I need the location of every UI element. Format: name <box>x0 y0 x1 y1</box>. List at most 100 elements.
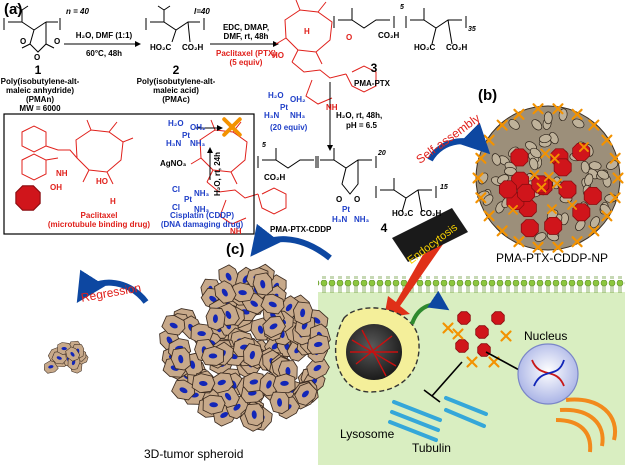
legend-ptx-oh: OH <box>50 183 62 192</box>
tumor-nucleus <box>209 402 218 408</box>
tumor-cell <box>205 307 226 331</box>
c3-repeat-35: 35 <box>468 26 476 33</box>
cisplatin-cross-icon <box>452 328 464 340</box>
tumor-nucleus <box>277 398 283 407</box>
tumor-nucleus <box>301 390 309 398</box>
cisplatin-cross-icon <box>222 117 242 137</box>
ptx-octagon-icon <box>457 311 471 325</box>
c4-nh: NH <box>230 227 242 236</box>
tumor-nucleus <box>217 379 226 386</box>
c4-co2h: CO₂H <box>264 173 286 182</box>
legend-step: H₂O, rt, 24h <box>213 151 222 196</box>
step3-line2: pH = 6.5 <box>346 121 377 130</box>
legend-cddp-name: Cisplatin (CDDP) <box>170 211 234 220</box>
c4-h3n: H₃N <box>332 215 348 224</box>
tumor-cell <box>65 346 81 362</box>
c3-h: H <box>304 27 310 36</box>
c3-number: 3 <box>370 61 378 75</box>
legend-nh3-b1: NH₃ <box>194 189 210 198</box>
cisplatin-cross-icon <box>532 103 544 115</box>
tumor-nucleus <box>169 322 178 329</box>
panel-label-c: (c) <box>226 241 245 258</box>
c4-ho2c: HO₂C <box>392 209 414 218</box>
c3-name: PMA-PTX <box>354 79 390 88</box>
polymer-unit <box>590 216 600 229</box>
tumor-nucleus <box>257 325 264 334</box>
cisplatin-cross-icon <box>612 172 624 184</box>
step2-reagent-line1: Paclitaxel (PTX) <box>215 49 277 58</box>
c3-co2h: CO₂H <box>378 31 400 40</box>
released-drugs <box>442 311 512 368</box>
polymer-unit <box>531 119 543 131</box>
c3-nh: NH <box>326 103 338 112</box>
reagent-oh2: OH₂ <box>290 95 306 104</box>
tumor-nucleus <box>225 272 232 281</box>
c2-name-line2: maleic acid) <box>153 86 199 95</box>
cisplatin-cross-icon <box>472 172 484 184</box>
tumor-cell <box>292 301 313 325</box>
reagent-h3n: H₃N <box>264 111 280 120</box>
cisplatin-cross-icon <box>508 204 519 215</box>
tumor-nucleus <box>238 290 247 296</box>
cisplatin-cross-icon <box>475 192 487 204</box>
cisplatin-cross-icon <box>549 153 560 164</box>
legend-nh3-b2: NH₃ <box>194 205 210 214</box>
ptx-octagon-icon <box>510 148 529 167</box>
nucleus <box>517 343 579 405</box>
cisplatin-cross-icon <box>529 169 540 180</box>
c2-name-line1: Poly(isobutylene-alt- <box>136 77 216 86</box>
legend-pt-bottom: Pt <box>184 195 192 204</box>
cisplatin-cross-icon <box>483 210 495 222</box>
tumor-cell <box>201 346 224 366</box>
ptx-octagon-icon <box>572 203 591 222</box>
compound-3-polymer-structure <box>333 8 467 45</box>
ptx-octagon-icon <box>475 325 489 339</box>
compound-2-structure <box>145 5 205 43</box>
tumor-nucleus <box>250 300 258 307</box>
ptx-octagon-icon <box>477 343 491 357</box>
legend-ptx-ho: HO <box>96 177 108 186</box>
tumor-cell <box>244 403 264 427</box>
c4-o1: O <box>336 195 343 204</box>
cisplatin-cross-icon <box>609 192 621 204</box>
cisplatin-cross-icon <box>609 152 621 164</box>
tumor-nucleus <box>70 351 75 357</box>
polymer-unit <box>538 134 552 144</box>
c3-co2h-b: CO₂H <box>446 43 468 52</box>
tumor-nucleus <box>280 380 289 386</box>
ptx-octagon-icon <box>583 186 602 205</box>
cisplatin-cross-icon <box>513 108 525 120</box>
tumor-nucleus <box>266 380 272 389</box>
legend-oh2: OH₂ <box>190 123 206 132</box>
tumor-cell <box>202 394 226 415</box>
legend-cl2: Cl <box>172 203 180 212</box>
cell-membrane <box>318 276 625 294</box>
ptx-octagon-icon <box>544 216 563 235</box>
tumor-nucleus <box>224 392 232 401</box>
tumor-nucleus <box>285 367 291 376</box>
c1-number: 1 <box>34 63 42 77</box>
c2-ho2c: HO₂C <box>150 43 172 52</box>
tumor-cell <box>269 391 290 415</box>
tumor-nucleus <box>285 303 293 312</box>
ptx-octagon-icon <box>520 219 539 238</box>
self-assembly-arrow <box>427 122 491 162</box>
c2-number: 2 <box>172 63 180 77</box>
c1-anhydride-o1: O <box>20 37 27 46</box>
legend-box <box>3 113 255 235</box>
polymer-unit <box>529 147 542 159</box>
tumor-cell <box>214 280 237 304</box>
cisplatin-cross-icon <box>536 182 547 193</box>
c4-o2: O <box>354 195 361 204</box>
tumor-cell <box>161 314 186 336</box>
cisplatin-cross-icon <box>588 119 600 131</box>
regressed-spheroid <box>43 340 89 374</box>
legend-ptx-name: Paclitaxel <box>80 211 118 220</box>
release-arrow <box>410 290 450 325</box>
step1-line1: H₂O, DMF (1:1) <box>75 31 133 40</box>
polymer-unit <box>588 161 602 171</box>
c1-name-line2: maleic anhydride) <box>5 86 75 95</box>
polymer-unit <box>534 232 547 242</box>
step2-reagent-line2: (5 equiv) <box>229 58 263 67</box>
